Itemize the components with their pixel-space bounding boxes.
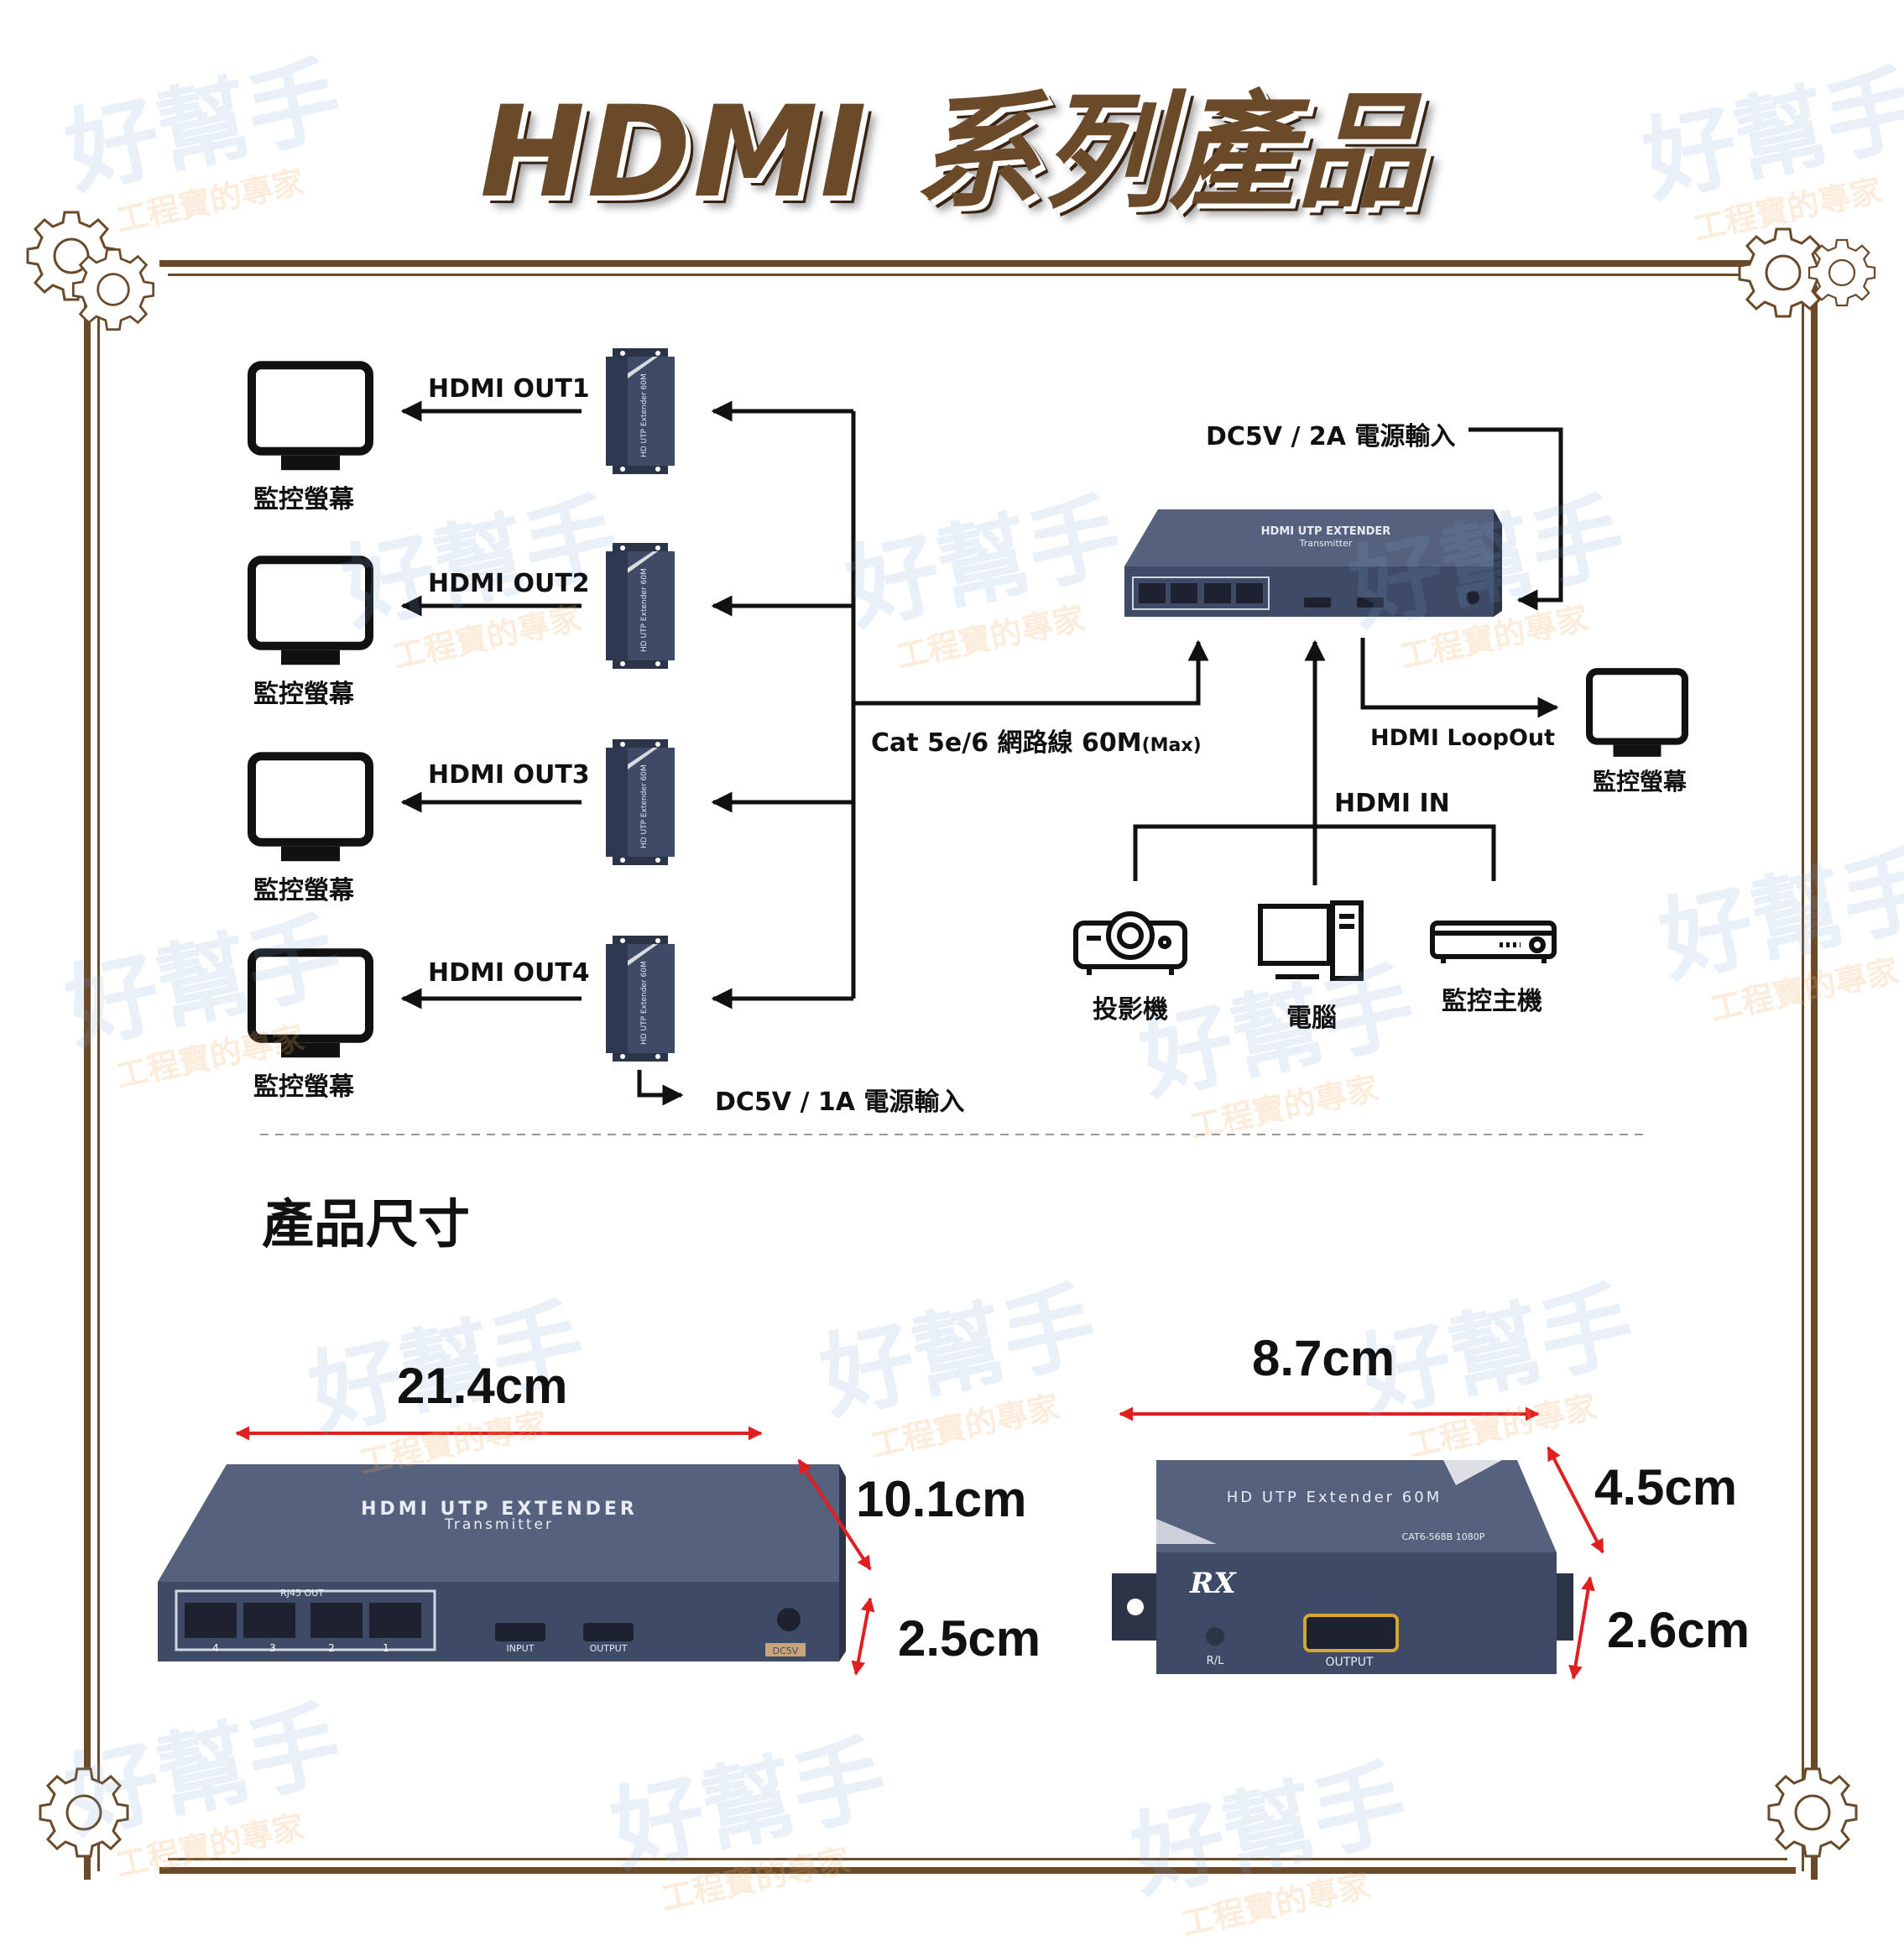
dc-port-label: DC5V [773, 1646, 799, 1656]
rj45-out-label: RJ45 OUT [280, 1588, 324, 1599]
output-port-label: OUTPUT [590, 1643, 628, 1654]
monitor-label: 監控螢幕 [253, 876, 354, 905]
source-label: 電腦 [1286, 1004, 1337, 1033]
hdmi-out-arrows [400, 400, 582, 1009]
dimensions-section-title: 產品尺寸 [262, 1193, 471, 1255]
transmitter-length: 21.4cm [397, 1358, 568, 1414]
dimension-arrows [235, 1406, 1604, 1680]
monitor-label: 監控螢幕 [253, 485, 354, 514]
receiver-title: HD UTP Extender 60M [1227, 1489, 1442, 1506]
dvr-icon [1430, 921, 1557, 963]
cat-cable-bus [637, 400, 1563, 1106]
hdmi-out-label: HDMI OUT4 [428, 958, 590, 988]
port-number: 2 [328, 1642, 335, 1654]
transmitter-height: 2.5cm [898, 1610, 1041, 1667]
receiver-device-icon [606, 739, 675, 865]
rl-label: R/L [1207, 1655, 1224, 1667]
hdmi-out-label: HDMI OUT2 [428, 569, 590, 598]
gear-icon [71, 248, 155, 331]
receiver-device-icon [606, 543, 675, 669]
source-label: 監控主機 [1442, 987, 1542, 1016]
port-number: 1 [383, 1642, 389, 1654]
hdmi-out-label: HDMI OUT3 [428, 760, 590, 790]
transmitter-photo: HDMI UTP EXTENDER Transmitter RJ45 OUT 4… [158, 1464, 846, 1661]
page-title: HDMI 系列產品 [479, 80, 1425, 226]
transmitter-subtitle: Transmitter [1299, 538, 1353, 549]
gear-icon [39, 1767, 129, 1858]
receiver-length: 8.7cm [1252, 1330, 1395, 1386]
monitor-icon [252, 756, 369, 861]
receiver-photo: HD UTP Extender 60M CAT6-568B 1080P RX R… [1112, 1460, 1573, 1674]
projector-icon [1073, 911, 1187, 975]
port-number: 3 [269, 1642, 276, 1654]
rx-badge: RX [1189, 1567, 1237, 1600]
input-port-label: INPUT [507, 1643, 535, 1654]
loopout-monitor-label: 監控螢幕 [1593, 768, 1688, 796]
monitor-label: 監控螢幕 [253, 680, 354, 709]
photo-transmitter-subtitle: Transmitter [444, 1516, 554, 1533]
transmitter-device-icon: HDMI UTP EXTENDER Transmitter [1124, 509, 1502, 617]
source-label: 投影機 [1093, 995, 1168, 1025]
photo-transmitter-title: HDMI UTP EXTENDER [361, 1499, 638, 1520]
decorative-frame [26, 211, 1876, 1880]
monitor-icon [252, 952, 369, 1057]
receiver-depth: 4.5cm [1594, 1459, 1738, 1515]
receiver-device-icon [606, 936, 675, 1062]
receiver-subtitle: CAT6-568B 1080P [1402, 1531, 1485, 1542]
gear-icon [1767, 1767, 1858, 1858]
monitor-icon [1589, 671, 1685, 757]
hdmi-out-label: HDMI OUT1 [428, 374, 590, 404]
transmitter-power-label: DC5V / 2A 電源輸入 [1206, 422, 1456, 451]
receiver-height: 2.6cm [1607, 1602, 1750, 1658]
hdmi-in-label: HDMI IN [1334, 789, 1450, 818]
receiver-device-icon [606, 348, 675, 474]
cat-cable-label: Cat 5e/6 網路線 60M(Max) [871, 728, 1202, 758]
gear-icon [1807, 238, 1876, 307]
port-number: 4 [212, 1642, 219, 1654]
computer-icon [1258, 900, 1364, 981]
monitor-icon [252, 560, 369, 665]
diagram-canvas: HD UTP Extender 60M [26, 211, 1876, 1880]
receiver-output-label: OUTPUT [1325, 1656, 1374, 1669]
receiver-power-label: DC5V / 1A 電源輸入 [715, 1088, 965, 1117]
transmitter-title: HDMI UTP EXTENDER [1261, 525, 1391, 538]
monitor-label: 監控螢幕 [253, 1072, 354, 1102]
monitor-icon [252, 365, 369, 470]
transmitter-depth: 10.1cm [856, 1471, 1027, 1527]
loopout-label: HDMI LoopOut [1370, 725, 1556, 751]
